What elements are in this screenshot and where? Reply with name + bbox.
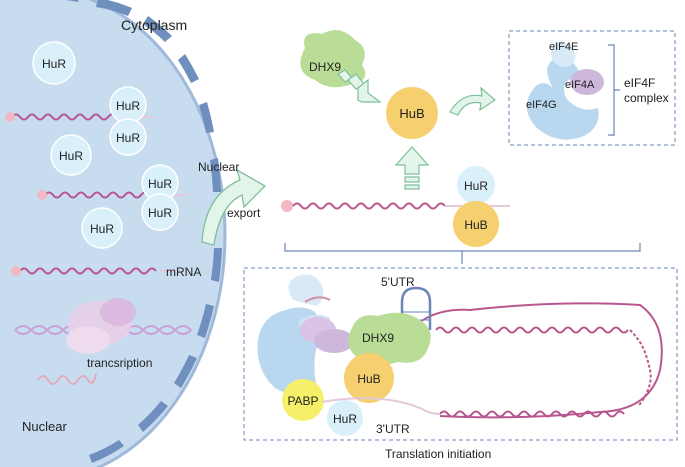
svg-text:HuR: HuR [59, 149, 83, 163]
nuclear-export-label-1: Nuclear [198, 160, 239, 174]
pabp-protein: PABP [282, 379, 324, 421]
hub-protein-center: HuB [386, 87, 438, 139]
eif4f-complex-box: eIF4E eIF4A eIF4G eIF4F complex [508, 30, 676, 146]
utr5-label: 5'UTR [381, 275, 415, 289]
cytoplasm-label: Cytoplasm [121, 17, 187, 33]
mrna-label: mRNA [166, 265, 201, 279]
svg-text:HuB: HuB [464, 218, 487, 232]
dhx9-protein-bottom: DHX9 [348, 312, 431, 366]
transcription-complex: trancsription [14, 298, 192, 385]
hur-protein: HuR [81, 207, 123, 249]
hur-protein: HuR [141, 193, 179, 231]
hur-protein-bottom: HuR [327, 400, 363, 436]
utr3-label: 3'UTR [376, 422, 410, 436]
svg-text:HuR: HuR [116, 99, 140, 113]
svg-text:HuB: HuB [357, 372, 380, 386]
transcription-label: trancsription [87, 356, 152, 370]
nucleus-hur-group: HuR HuR HuR HuR HuR HuR HuR [32, 41, 179, 249]
eif4f-label-2: complex [624, 91, 669, 105]
translation-initiation-box: 5'UTR DHX9 HuB PABP HuR 3'UTR [243, 267, 678, 441]
dhx9-to-hub-arrow [337, 69, 382, 103]
dhx9-protein-top: DHX9 [300, 30, 366, 88]
connector-bracket [284, 243, 641, 264]
hur-protein-mid: HuR [457, 166, 495, 204]
hur-protein: HuR [32, 41, 76, 85]
hub-to-eif4f-arrow [449, 86, 496, 116]
hub-protein-bottom: HuB [344, 353, 394, 403]
mrna-strand [44, 191, 158, 199]
eif4e-label: eIF4E [549, 41, 578, 53]
up-arrow [394, 146, 430, 190]
eif4g-label: eIF4G [526, 99, 557, 111]
hub-protein-mid: HuB [453, 201, 499, 247]
hur-protein: HuR [109, 118, 147, 156]
svg-text:HuR: HuR [42, 57, 66, 71]
translation-initiation-label: Translation initiation [385, 447, 491, 461]
eif4a-label: eIF4A [565, 79, 595, 91]
svg-text:HuR: HuR [148, 177, 172, 191]
svg-text:PABP: PABP [287, 394, 318, 408]
mrna-loop [419, 302, 663, 419]
eif4f-label-1: eIF4F [624, 76, 655, 90]
nuclear-label: Nuclear [22, 419, 67, 434]
svg-text:HuR: HuR [116, 131, 140, 145]
svg-text:HuB: HuB [399, 106, 424, 121]
svg-text:HuR: HuR [148, 206, 172, 220]
nuclear-export-arrow: Nuclear export [198, 160, 267, 246]
dhx9-top-label: DHX9 [309, 60, 341, 74]
hur-protein: HuR [109, 86, 147, 124]
nucleus: HuR HuR HuR HuR HuR HuR HuR trancsriptio… [0, 0, 227, 467]
hur-protein: HuR [50, 134, 92, 176]
utr5-hairpin [400, 286, 432, 330]
svg-text:HuR: HuR [90, 222, 114, 236]
svg-text:HuR: HuR [464, 179, 488, 193]
nuclear-export-label-2: export [227, 206, 261, 220]
nuclear-membrane [36, 0, 222, 463]
svg-text:HuR: HuR [333, 412, 357, 426]
svg-text:DHX9: DHX9 [362, 331, 394, 345]
mrna-strand [19, 267, 157, 275]
